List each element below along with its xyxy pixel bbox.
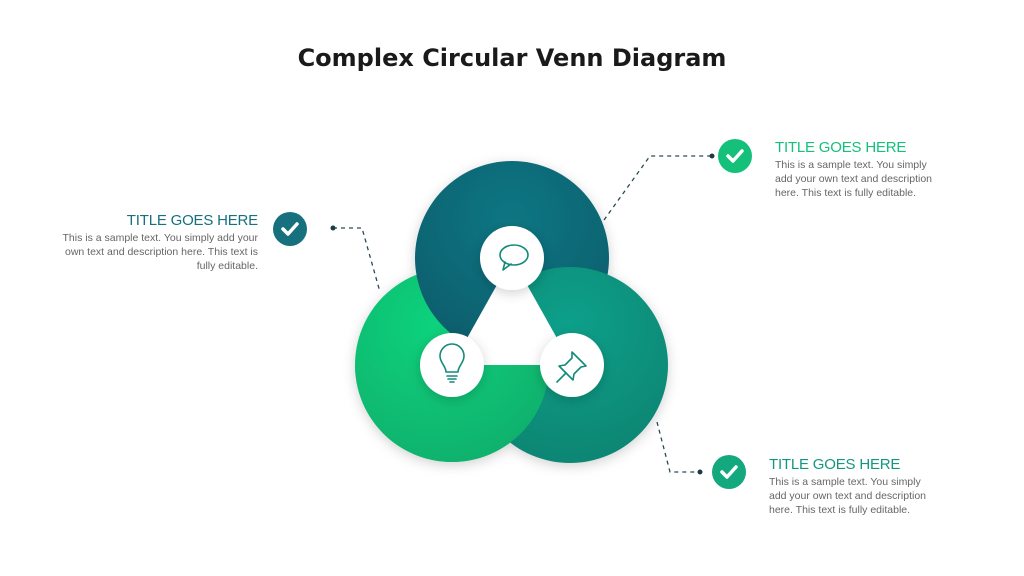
block-description: This is a sample text. You simply add yo… <box>769 476 927 516</box>
block-description: This is a sample text. You simply add yo… <box>62 232 258 272</box>
left-circle-overlap <box>355 365 549 462</box>
connector-dot <box>709 153 715 159</box>
block-description: This is a sample text. You simply add yo… <box>775 159 933 199</box>
block-title: TITLE GOES HERE <box>769 456 901 473</box>
block-title: TITLE GOES HERE <box>126 212 258 229</box>
pushpin-icon <box>556 351 587 383</box>
connector-lines <box>333 155 712 473</box>
center-triangle <box>452 258 572 365</box>
connector-dot <box>330 225 336 231</box>
speech-bubble-icon <box>499 244 529 271</box>
text-block-left: TITLE GOES HERE This is a sample text. Y… <box>58 212 258 273</box>
speech-icon-badge <box>480 226 544 290</box>
connector-dot <box>697 469 703 475</box>
text-block-bottom-right: TITLE GOES HERE This is a sample text. Y… <box>769 456 939 517</box>
page-title: Complex Circular Venn Diagram <box>297 44 727 72</box>
checkmark-icon <box>273 212 307 246</box>
lightbulb-icon <box>439 343 465 383</box>
checkmark-icon <box>712 455 746 489</box>
checkmark-icon <box>718 139 752 173</box>
block-title: TITLE GOES HERE <box>775 139 907 156</box>
pushpin-icon-badge <box>540 333 604 397</box>
lightbulb-icon-badge <box>420 333 484 397</box>
text-block-top-right: TITLE GOES HERE This is a sample text. Y… <box>775 139 945 200</box>
